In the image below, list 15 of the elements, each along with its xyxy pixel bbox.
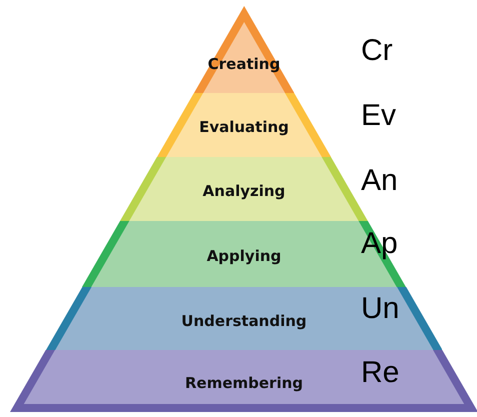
layer-abbreviation: Ap xyxy=(360,229,398,259)
layer-name: Understanding xyxy=(181,312,307,330)
pyramid-layer xyxy=(46,287,442,350)
layer-abbreviation: Cr xyxy=(360,36,393,66)
layer-name: Analyzing xyxy=(202,182,286,200)
layer-name: Applying xyxy=(206,247,282,265)
layer-abbreviation: Re xyxy=(361,358,400,388)
layer-name: Evaluating xyxy=(199,118,289,136)
pyramid-layer xyxy=(10,350,477,412)
layer-abbreviation: Un xyxy=(360,294,400,324)
layer-name: Remembering xyxy=(184,374,304,392)
pyramid-layer xyxy=(82,221,406,287)
layer-abbreviation: Ev xyxy=(360,101,396,131)
layer-name: Creating xyxy=(208,54,280,72)
layer-abbreviation: An xyxy=(360,166,398,196)
